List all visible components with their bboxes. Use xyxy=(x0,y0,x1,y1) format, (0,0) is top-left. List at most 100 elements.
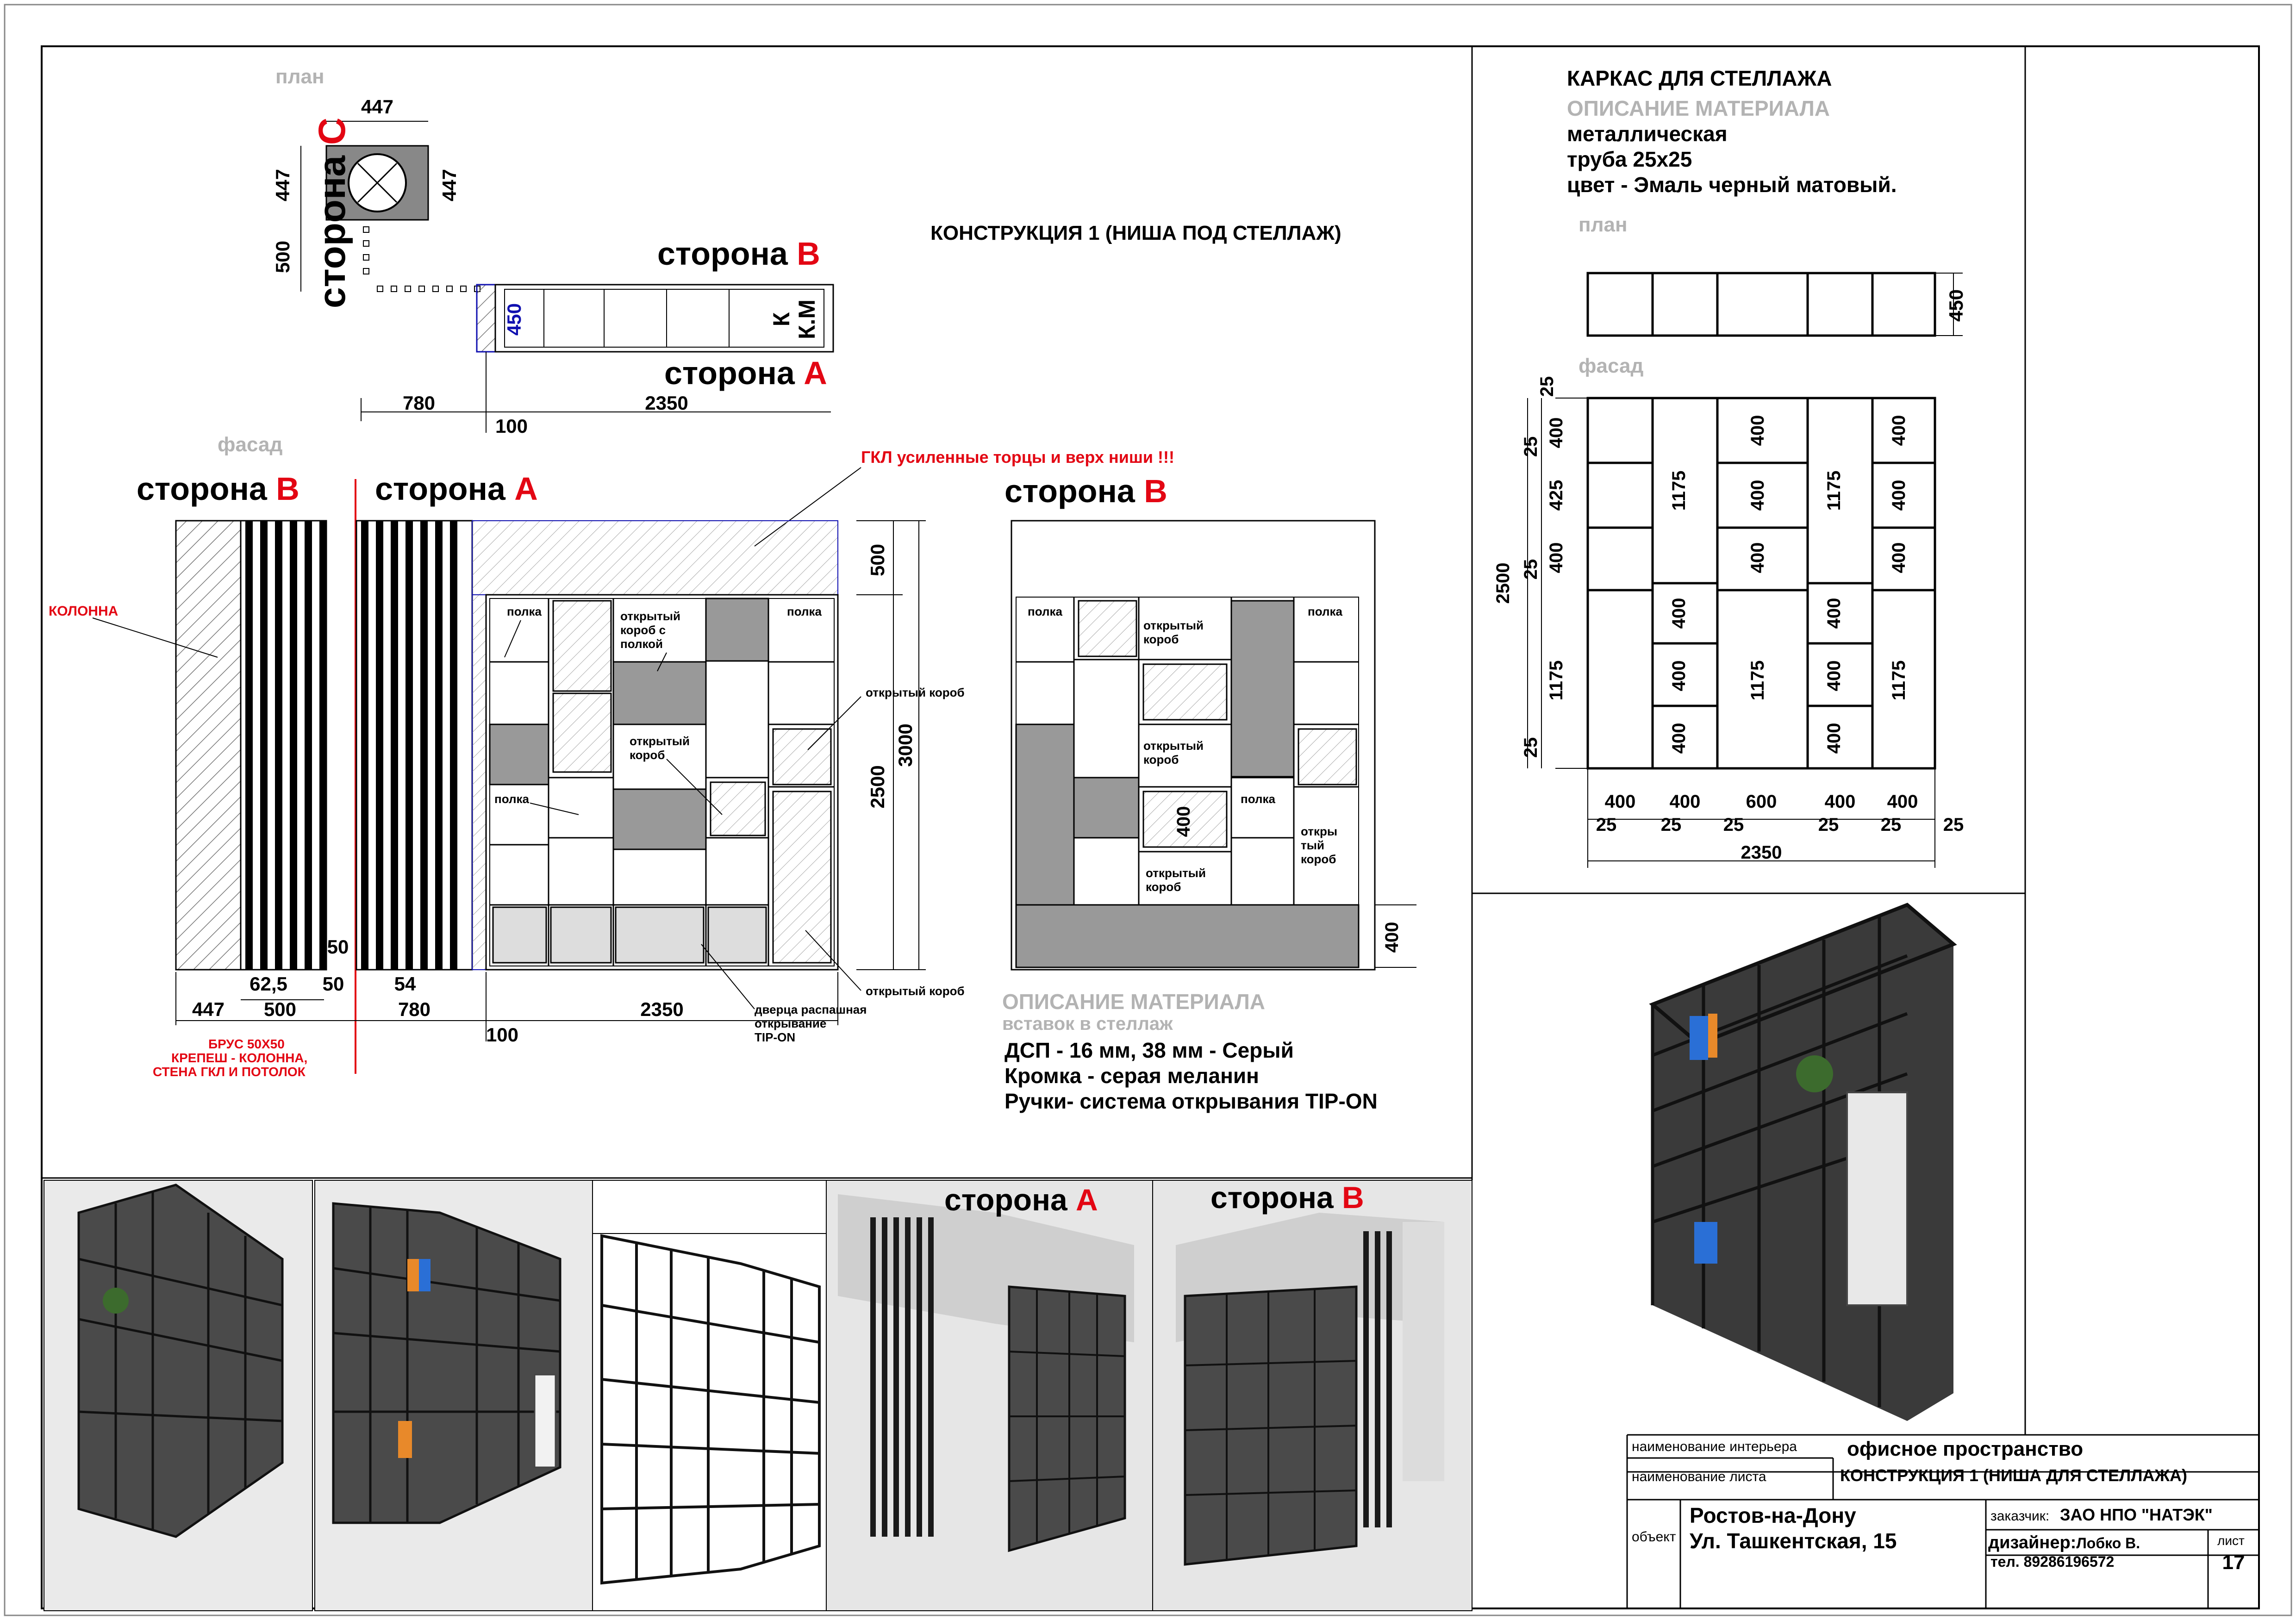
b-dim-400-h: 400 xyxy=(1382,922,1402,953)
tb-city: Ростов-на-Дону xyxy=(1690,1503,1856,1527)
render-thumb-3 xyxy=(592,1180,827,1611)
frame-total-2350: 2350 xyxy=(1741,842,1782,863)
frame-col5-400c: 400 xyxy=(1889,542,1909,573)
frame-dim-25-a: 25 xyxy=(1521,436,1541,457)
plan-dim-447-right: 447 xyxy=(438,169,460,201)
frame-col3-400b: 400 xyxy=(1747,480,1768,511)
frame-g-25c: 25 xyxy=(1723,815,1744,835)
tb-sheet-label: наименование листа xyxy=(1632,1469,1766,1484)
material-line-2: Кромка - серая меланин xyxy=(1004,1064,1259,1088)
facade-dim-h2500: 2500 xyxy=(867,765,888,808)
b-label-open-4a: открытый xyxy=(1146,866,1206,880)
label-open-1a: открытый xyxy=(620,609,680,623)
render-thumb-1 xyxy=(44,1180,313,1611)
frame-dim-425: 425 xyxy=(1546,480,1566,511)
plan-dim-500: 500 xyxy=(272,241,293,273)
frame-plan-label: план xyxy=(1578,213,1628,236)
frame-col3-400a: 400 xyxy=(1747,415,1768,446)
facade-dim-100: 100 xyxy=(486,1024,518,1046)
frame-g-25e: 25 xyxy=(1881,815,1902,835)
label-open-box-bottom: открытый короб xyxy=(866,984,965,998)
frame-dim-25-top: 25 xyxy=(1537,376,1557,397)
frame-col3-1175: 1175 xyxy=(1747,660,1768,701)
plan-label: план xyxy=(275,65,324,88)
plan-niche xyxy=(494,284,834,353)
plan-side-b: сторона В xyxy=(657,236,820,272)
b-label-open-1a: открытый xyxy=(1143,618,1204,632)
frame-col5-1175: 1175 xyxy=(1889,660,1909,701)
slats-side-a xyxy=(356,520,473,971)
label-polka-3: полка xyxy=(494,792,529,806)
frame-plan-450: 450 xyxy=(1945,289,1967,322)
frame-w-600: 600 xyxy=(1746,791,1777,812)
frame-w-400d: 400 xyxy=(1887,791,1918,812)
tb-sheet-no-label: лист xyxy=(2217,1533,2245,1548)
facade-label: фасад xyxy=(218,433,282,456)
facade-dim-62-5: 62,5 xyxy=(250,973,287,995)
frame-material-title: ОПИСАНИЕ МАТЕРИАЛА xyxy=(1567,96,1830,120)
facade-side-b-title: сторона В xyxy=(137,471,299,507)
frame-line-3: цвет - Эмаль черный матовый. xyxy=(1567,173,1897,197)
gkl-note: ГКЛ усиленные торцы и верх ниши !!! xyxy=(861,448,1174,467)
render-thumb-side-a: сторона А xyxy=(826,1180,1153,1611)
frame-col4-400a: 400 xyxy=(1824,598,1844,629)
b-label-open-3c: короб xyxy=(1301,852,1336,866)
frame-title: КАРКАС ДЛЯ СТЕЛЛАЖА xyxy=(1567,66,1832,90)
facade-dim-50a: 50 xyxy=(327,936,349,958)
label-polka-2: полка xyxy=(787,604,822,618)
facade-side-a-title: сторона А xyxy=(375,471,538,507)
b-label-open-3b: тый xyxy=(1301,838,1324,852)
label-door-1: дверца распашная xyxy=(755,1003,867,1016)
facade-dim-2350: 2350 xyxy=(640,998,683,1020)
tb-client-label: заказчик: xyxy=(1990,1508,2049,1524)
frame-col3-400c: 400 xyxy=(1747,542,1768,573)
tb-client: ЗАО НПО "НАТЭК" xyxy=(2060,1505,2213,1524)
plan-dim-447-top: 447 xyxy=(361,96,393,118)
plan-dim-100: 100 xyxy=(495,415,528,437)
material-line-1: ДСП - 16 мм, 38 мм - Серый xyxy=(1004,1038,1294,1062)
label-open-box-right: открытый короб xyxy=(866,685,965,699)
facade-dim-50b: 50 xyxy=(323,973,344,995)
label-polka-1: полка xyxy=(507,604,542,618)
frame-line-1: металлическая xyxy=(1567,122,1728,146)
frame-dim-400-b: 400 xyxy=(1546,542,1566,573)
label-open-2b: короб xyxy=(630,748,665,762)
b-label-polka-3: полка xyxy=(1241,792,1275,806)
frame-g-25a: 25 xyxy=(1596,815,1617,835)
frame-facade-label: фасад xyxy=(1578,355,1643,377)
tb-phone: тел. 89286196572 xyxy=(1990,1553,2114,1570)
gkl-top xyxy=(472,520,838,595)
frame-dim-25-b: 25 xyxy=(1521,559,1541,580)
b-label-polka-2: полка xyxy=(1308,604,1342,618)
facade-dim-h3000: 3000 xyxy=(894,723,916,766)
frame-col5-400a: 400 xyxy=(1889,415,1909,446)
tb-object-label: объект xyxy=(1632,1529,1676,1545)
b-label-open-3a: откры xyxy=(1301,824,1337,838)
plan-dim-447-left: 447 xyxy=(272,169,293,201)
plan-km-label: К.М xyxy=(794,299,820,339)
tb-interior-value: офисное пространство xyxy=(1847,1438,2083,1460)
column-facade xyxy=(175,520,242,971)
plan-dim-2350: 2350 xyxy=(645,392,688,414)
frame-col4-400c: 400 xyxy=(1824,723,1844,754)
b-label-open-1b: короб xyxy=(1143,632,1179,646)
b-label-polka-1: полка xyxy=(1028,604,1062,618)
side-c-label: сторона С xyxy=(311,118,353,308)
facade-dim-780: 780 xyxy=(398,998,430,1020)
frame-g-25f: 25 xyxy=(1943,815,1964,835)
frame-col2-400b: 400 xyxy=(1669,660,1689,692)
note-stena: СТЕНА ГКЛ И ПОТОЛОК xyxy=(153,1065,306,1079)
title-block xyxy=(1626,1434,2259,1608)
render-3d-main xyxy=(1613,896,2021,1433)
shelving-side-b xyxy=(1011,520,1376,971)
frame-col4-1175: 1175 xyxy=(1824,471,1844,511)
note-brus: БРУС 50Х50 xyxy=(208,1037,285,1051)
frame-dim-2500: 2500 xyxy=(1493,563,1513,604)
frame-g-25b: 25 xyxy=(1661,815,1682,835)
facade-dim-54: 54 xyxy=(394,973,416,995)
column-label: КОЛОННА xyxy=(49,604,118,619)
facade-dim-447: 447 xyxy=(192,998,225,1020)
frame-w-400b: 400 xyxy=(1670,791,1701,812)
frame-facade xyxy=(1586,397,1936,770)
slats-side-b xyxy=(240,520,327,971)
